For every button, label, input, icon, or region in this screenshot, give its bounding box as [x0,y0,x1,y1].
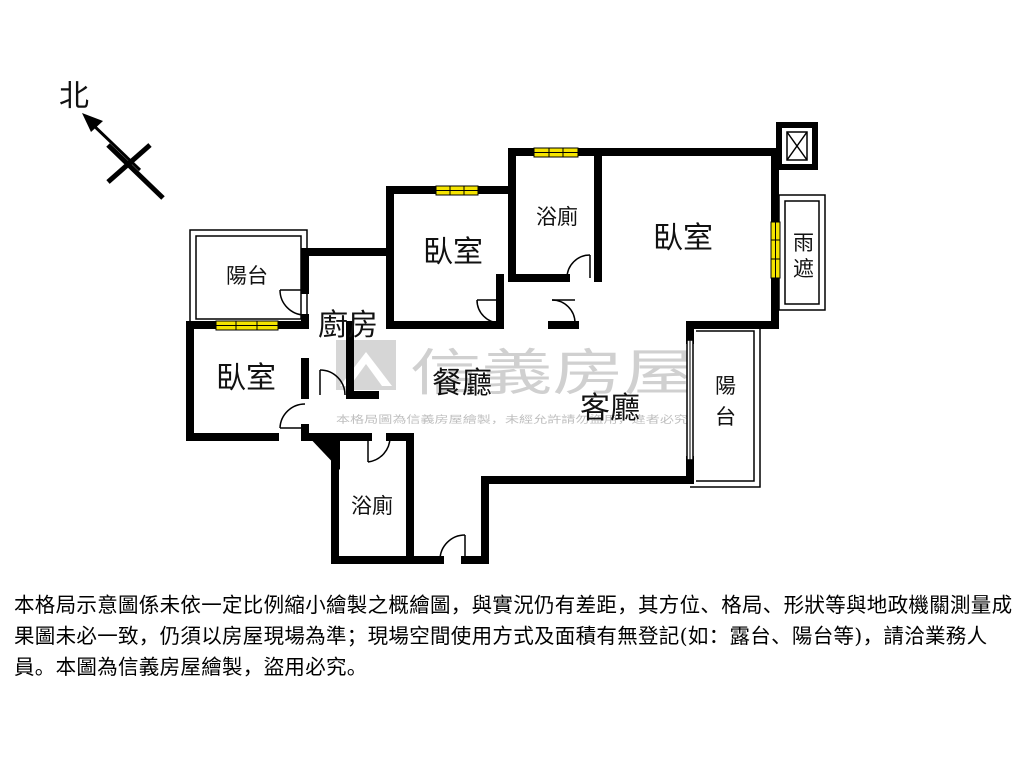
doors [279,254,591,561]
door-bedroom-master-icon [551,299,576,324]
label-bedroom-master: 臥室 [653,221,713,256]
window-bedroom-master [770,221,781,279]
label-rain-shelter-top: 雨 [793,231,814,255]
label-bathroom-north: 浴廁 [536,205,578,229]
watermark-notice: 本格局圖為信義房屋繪製，未經允許請勿盜用，違者必究 [336,413,688,426]
door-bathroom-south-icon [367,436,391,463]
disclaimer-text: 本格局示意圖係未依一定比例縮小繪製之概繪圖，與實況仍有差距，其方位、格局、形狀等… [14,593,1013,679]
door-bedroom-middle-icon [476,299,501,324]
label-bathroom-south: 浴廁 [351,494,393,518]
watermark: 信義房屋 本格局圖為信義房屋繪製，未經允許請勿盜用，違者必究 [336,340,695,426]
label-balcony-east-bottom: 台 [715,405,736,429]
walls [186,148,779,564]
shaft-box [776,122,818,170]
balcony-outlines [189,194,826,488]
window-bedroom-middle [435,185,479,196]
north-compass: 北 [59,79,165,200]
watermark-logo-icon [336,340,396,390]
door-entry-icon [439,534,466,561]
door-balcony-west-icon [279,289,306,316]
door-bedroom-west-icon [279,403,306,429]
floor-plan: 信義房屋 本格局圖為信義房屋繪製，未經允許請勿盜用，違者必究 北 [59,79,826,564]
label-bedroom-west: 臥室 [216,361,276,396]
window-bathroom-north [533,147,579,158]
label-kitchen: 廚房 [318,308,378,343]
label-living: 客廳 [580,391,640,426]
wall-corner [305,433,340,470]
windows [215,147,781,331]
watermark-brand: 信義房屋 [410,344,695,402]
label-dining: 餐廳 [432,366,492,401]
label-rain-shelter-bottom: 遮 [793,257,814,281]
door-bathroom-north-icon [566,254,591,279]
label-balcony-west: 陽台 [226,264,268,288]
sliding-door [686,339,694,461]
door-kitchen-icon [319,369,346,396]
window-bedroom-west [215,320,279,331]
compass-label: 北 [59,79,89,114]
label-balcony-east-top: 陽 [715,374,736,398]
label-bedroom-middle: 臥室 [423,235,483,270]
north-arrow-icon [82,113,103,132]
